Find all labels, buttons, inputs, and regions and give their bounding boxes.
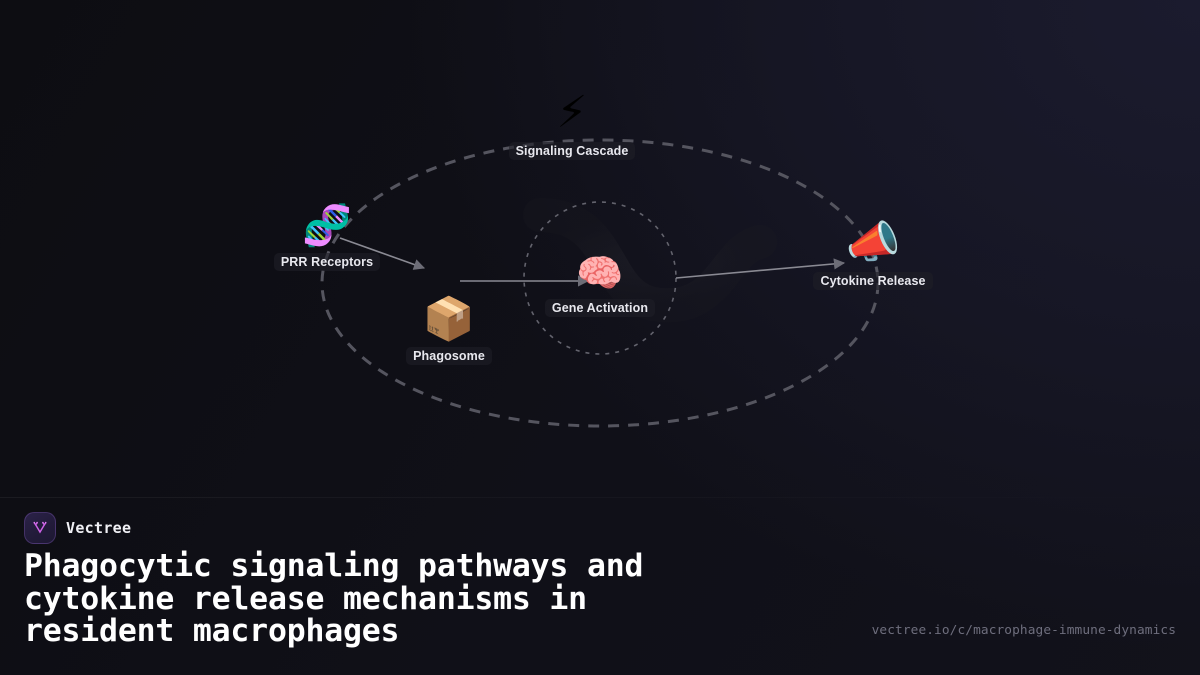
- high-voltage-icon: ⚡: [556, 86, 588, 138]
- vectree-v-tree-icon: [24, 512, 56, 544]
- pathway-edges: [339, 237, 846, 287]
- node-gene-activation[interactable]: 🧠 Gene Activation: [500, 251, 700, 318]
- node-phagosome[interactable]: 📦 Phagosome: [349, 293, 549, 365]
- brand-name: Vectree: [66, 519, 132, 537]
- dna-icon: 🧬: [302, 203, 352, 250]
- brain-icon: 🧠: [576, 251, 624, 296]
- node-label-signaling-cascade: Signaling Cascade: [508, 141, 636, 160]
- page-title: Phagocytic signaling pathways and cytoki…: [24, 548, 644, 650]
- source-url: vectree.io/c/macrophage-immune-dynamics: [871, 623, 1176, 638]
- diagram-canvas: ⚡ Signaling Cascade 🧬 PRR Receptors 📦 Phagoso…: [227, 86, 973, 428]
- node-label-cytokine-release: Cytokine Release: [813, 271, 933, 290]
- diagram-svg: [320, 138, 880, 428]
- brand[interactable]: Vectree: [24, 512, 131, 544]
- footer: Vectree Phagocytic signaling pathways an…: [0, 498, 1200, 675]
- footer-divider: [0, 497, 1200, 498]
- node-label-prr-receptors: PRR Receptors: [273, 253, 381, 272]
- edge-gene-to-cytokine: [675, 258, 846, 279]
- node-label-phagosome: Phagosome: [406, 346, 492, 365]
- node-cytokine-release[interactable]: 📣 Cytokine Release: [773, 216, 973, 290]
- node-prr-receptors[interactable]: 🧬 PRR Receptors: [227, 203, 427, 272]
- package-icon: 📦: [422, 293, 476, 343]
- node-signaling-cascade[interactable]: ⚡ Signaling Cascade: [472, 86, 672, 160]
- node-label-gene-activation: Gene Activation: [544, 299, 656, 318]
- edge-prr-to-phagosome: [339, 237, 426, 270]
- megaphone-icon: 📣: [845, 216, 901, 268]
